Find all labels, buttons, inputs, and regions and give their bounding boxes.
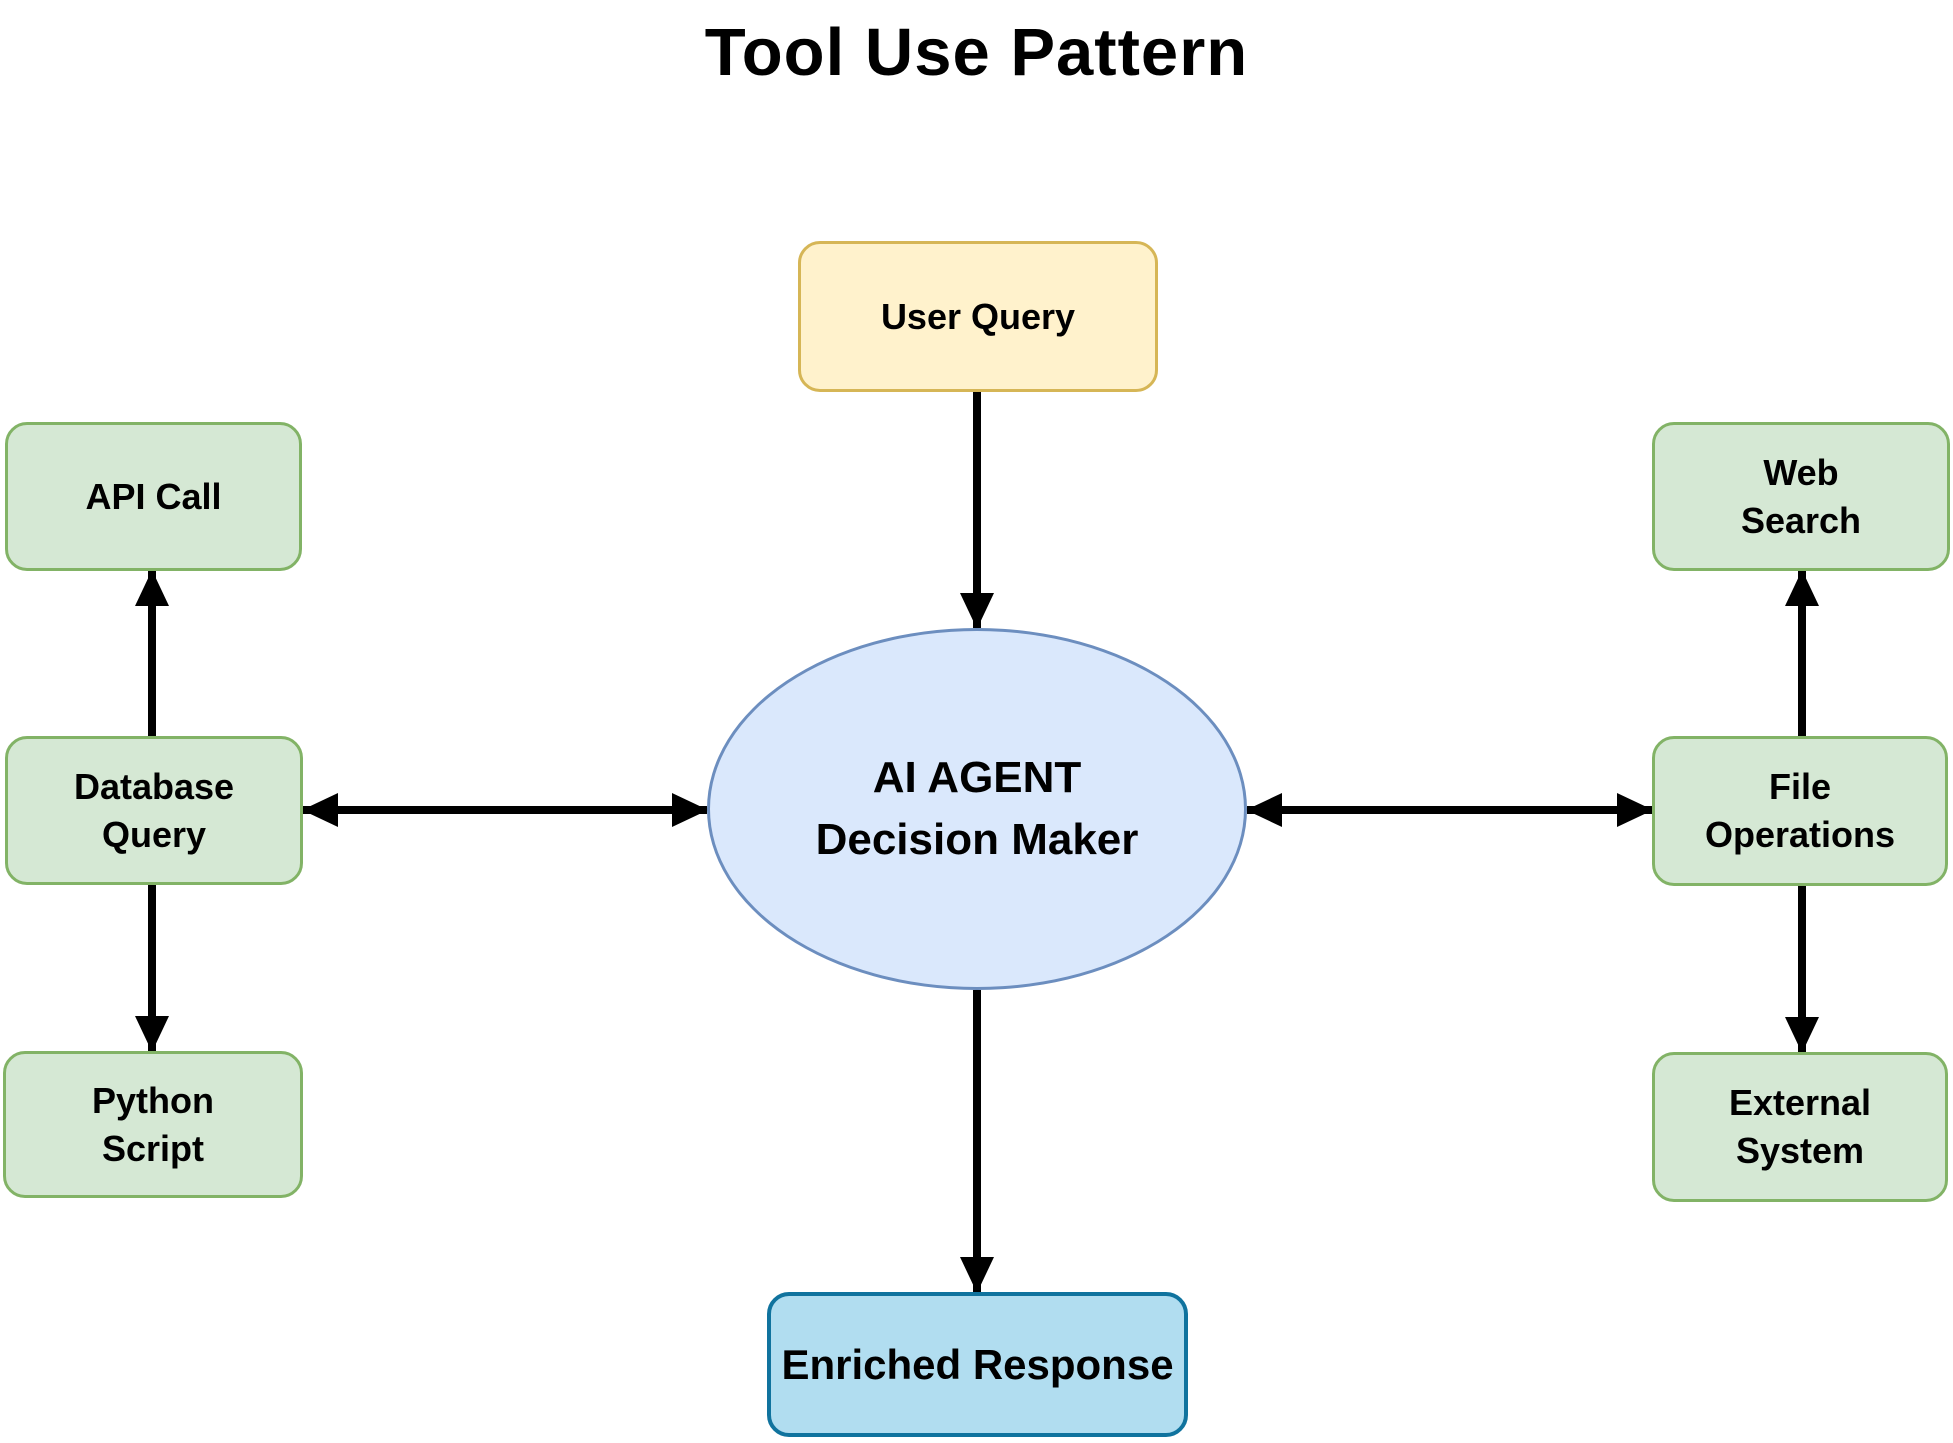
node-file-operations: File Operations <box>1652 736 1948 886</box>
node-user-query: User Query <box>798 241 1158 392</box>
node-external-system: External System <box>1652 1052 1948 1202</box>
node-web-search: Web Search <box>1652 422 1950 571</box>
node-ai-agent-decision-maker: AI AGENT Decision Maker <box>707 628 1247 990</box>
node-database-query: Database Query <box>5 736 303 885</box>
node-python-script: Python Script <box>3 1051 303 1198</box>
diagram-title: Tool Use Pattern <box>704 15 1249 90</box>
node-api-call: API Call <box>5 422 302 571</box>
node-enriched-response: Enriched Response <box>767 1292 1188 1437</box>
